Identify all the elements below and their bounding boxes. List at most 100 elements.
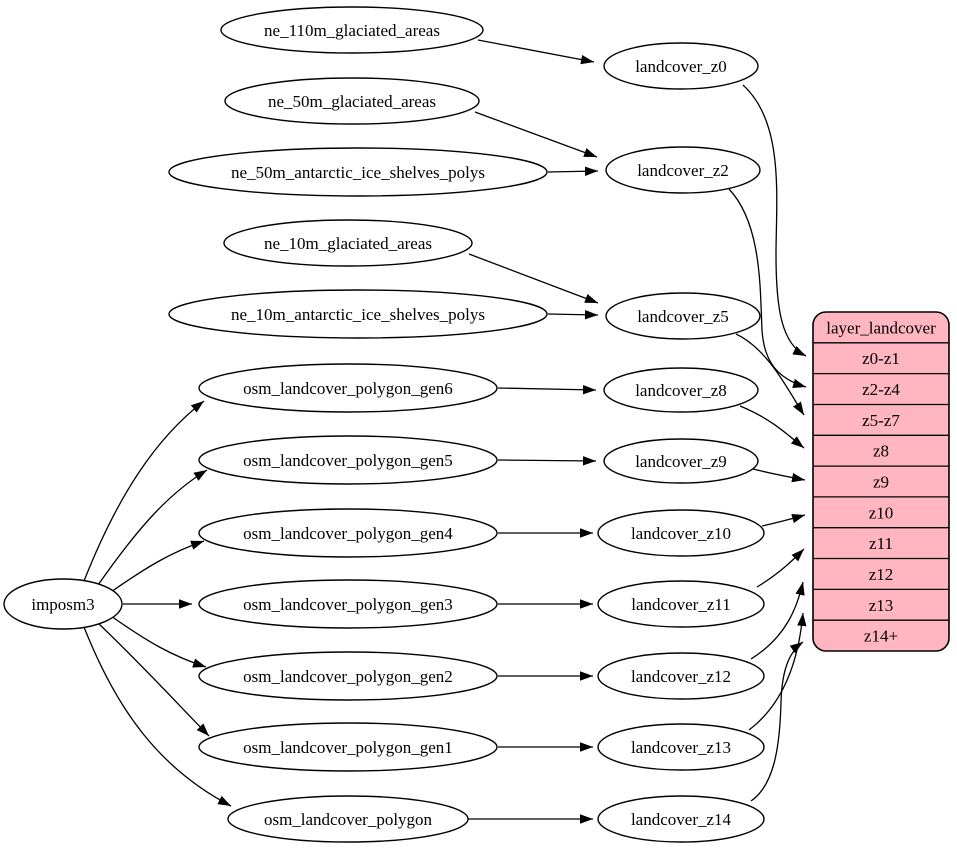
edge-landcover-z9-to-row-z9	[752, 468, 806, 483]
edge-landcover-z12-to-row-z12	[750, 581, 805, 660]
node-landcover-z8: landcover_z8	[603, 367, 759, 413]
node-osm-landcover-polygon-gen5: osm_landcover_polygon_gen5	[198, 435, 498, 485]
node-label: osm_landcover_polygon_gen6	[243, 379, 453, 398]
node-label: osm_landcover_polygon_gen4	[243, 524, 453, 543]
edge-layer	[83, 39, 807, 824]
node-label: ne_10m_glaciated_areas	[264, 234, 432, 253]
node-shape	[168, 289, 548, 339]
edge-landcover-z11-to-row-z11	[756, 548, 805, 588]
edge-landcover-z0-to-row-z0-z1	[742, 84, 807, 357]
node-label: landcover_z12	[631, 667, 731, 686]
node-shape	[597, 795, 765, 843]
edge-imposm3-to-osm-landcover-polygon-gen2	[110, 615, 207, 668]
node-label: landcover_z8	[635, 381, 727, 400]
node-label: landcover_z10	[631, 524, 731, 543]
edge-landcover-z13-to-row-z13	[748, 612, 807, 731]
node-shape	[198, 363, 498, 413]
node-shape	[198, 651, 498, 701]
edge-ne-50m-antarctic-ice-shelves-polys-to-landcover-z2	[547, 166, 599, 176]
edge-landcover-z10-to-row-z10	[761, 514, 806, 527]
record-row-label: z2-z4	[862, 380, 900, 399]
record-row-label: z13	[869, 596, 894, 615]
edge-imposm3-to-osm-landcover-polygon-gen1	[97, 622, 210, 737]
node-shape	[605, 292, 761, 340]
node-ne-50m-antarctic-ice-shelves-polys: ne_50m_antarctic_ice_shelves_polys	[168, 147, 548, 197]
edge-landcover-z8-to-row-z8	[739, 405, 805, 449]
node-osm-landcover-polygon-gen2: osm_landcover_polygon_gen2	[198, 651, 498, 701]
edge-ne-50m-glaciated-areas-to-landcover-z2	[474, 111, 598, 158]
edge-ne-110m-glaciated-areas-to-landcover-z0	[477, 39, 595, 65]
node-osm-landcover-polygon-gen4: osm_landcover_polygon_gen4	[198, 508, 498, 558]
node-shape	[198, 435, 498, 485]
node-label: imposm3	[31, 595, 94, 614]
node-osm-landcover-polygon-gen6: osm_landcover_polygon_gen6	[198, 363, 498, 413]
node-shape	[597, 509, 765, 557]
node-shape	[597, 652, 765, 700]
node-shape	[603, 367, 759, 413]
node-osm-landcover-polygon-gen3: osm_landcover_polygon_gen3	[198, 579, 498, 629]
node-landcover-z0: landcover_z0	[603, 42, 759, 90]
node-shape	[198, 579, 498, 629]
edge-landcover-z14-to-row-z14plus	[750, 641, 804, 802]
record-row-label: z8	[873, 442, 889, 461]
node-shape	[198, 508, 498, 558]
node-shape	[3, 578, 123, 630]
node-landcover-z11: landcover_z11	[597, 580, 765, 628]
node-label: osm_landcover_polygon_gen3	[243, 595, 453, 614]
node-shape	[224, 77, 480, 125]
edge-landcover-z5-to-row-z5-z7	[735, 333, 805, 416]
node-shape	[605, 146, 761, 194]
node-ne-50m-glaciated-areas: ne_50m_glaciated_areas	[224, 77, 480, 125]
edge-imposm3-to-osm-landcover-polygon-gen6	[83, 400, 205, 582]
edge-landcover-z2-to-row-z2-z4	[728, 188, 807, 388]
edge-imposm3-to-osm-landcover-polygon-gen4	[110, 540, 205, 593]
node-label: landcover_z11	[631, 595, 730, 614]
edge-osm-landcover-polygon-gen6-to-landcover-z8	[497, 385, 597, 395]
record-row-label: z12	[869, 565, 894, 584]
node-shape	[603, 438, 759, 484]
node-label: landcover_z14	[631, 810, 732, 829]
node-label: osm_landcover_polygon_gen1	[243, 738, 453, 757]
record-row-label: z14+	[864, 627, 898, 646]
edge-imposm3-to-osm-landcover-polygon-gen5	[97, 469, 208, 586]
node-landcover-z10: landcover_z10	[597, 509, 765, 557]
node-label: osm_landcover_polygon_gen2	[243, 667, 453, 686]
node-label: landcover_z5	[637, 307, 729, 326]
node-label: landcover_z9	[635, 452, 727, 471]
node-landcover-z12: landcover_z12	[597, 652, 765, 700]
record-row-label: z5-z7	[862, 411, 900, 430]
edge-ne-10m-antarctic-ice-shelves-polys-to-landcover-z5	[547, 310, 599, 320]
node-osm-landcover-polygon-gen1: osm_landcover_polygon_gen1	[198, 722, 498, 772]
node-ne-10m-antarctic-ice-shelves-polys: ne_10m_antarctic_ice_shelves_polys	[168, 289, 548, 339]
node-ne-110m-glaciated-areas: ne_110m_glaciated_areas	[220, 6, 484, 54]
node-label: landcover_z2	[637, 161, 729, 180]
node-shape	[168, 147, 548, 197]
node-label: osm_landcover_polygon	[264, 810, 433, 829]
node-label: ne_10m_antarctic_ice_shelves_polys	[231, 305, 485, 324]
edge-ne-10m-glaciated-areas-to-landcover-z5	[468, 253, 599, 304]
edge-imposm3-to-osm-landcover-polygon	[83, 626, 232, 807]
node-landcover-z9: landcover_z9	[603, 438, 759, 484]
node-label: landcover_z0	[635, 57, 727, 76]
node-landcover-z5: landcover_z5	[605, 292, 761, 340]
record-row-label: z9	[873, 472, 889, 491]
record-box	[812, 311, 950, 652]
node-label: osm_landcover_polygon_gen5	[243, 451, 453, 470]
node-shape	[227, 795, 469, 843]
node-landcover-z2: landcover_z2	[605, 146, 761, 194]
record-layer-landcover: layer_landcover z0-z1 z2-z4 z5-z7 z8 z9 …	[812, 311, 950, 652]
node-ne-10m-glaciated-areas: ne_10m_glaciated_areas	[223, 219, 473, 267]
node-label: ne_50m_antarctic_ice_shelves_polys	[231, 163, 485, 182]
record-row-label: z10	[869, 503, 894, 522]
node-label: landcover_z13	[631, 738, 731, 757]
node-landcover-z13: landcover_z13	[597, 723, 765, 771]
node-imposm3: imposm3	[3, 578, 123, 630]
node-label: ne_110m_glaciated_areas	[264, 21, 440, 40]
node-shape	[220, 6, 484, 54]
edge-osm-landcover-polygon-gen5-to-landcover-z9	[497, 456, 597, 466]
node-shape	[198, 722, 498, 772]
node-shape	[603, 42, 759, 90]
node-osm-landcover-polygon: osm_landcover_polygon	[227, 795, 469, 843]
